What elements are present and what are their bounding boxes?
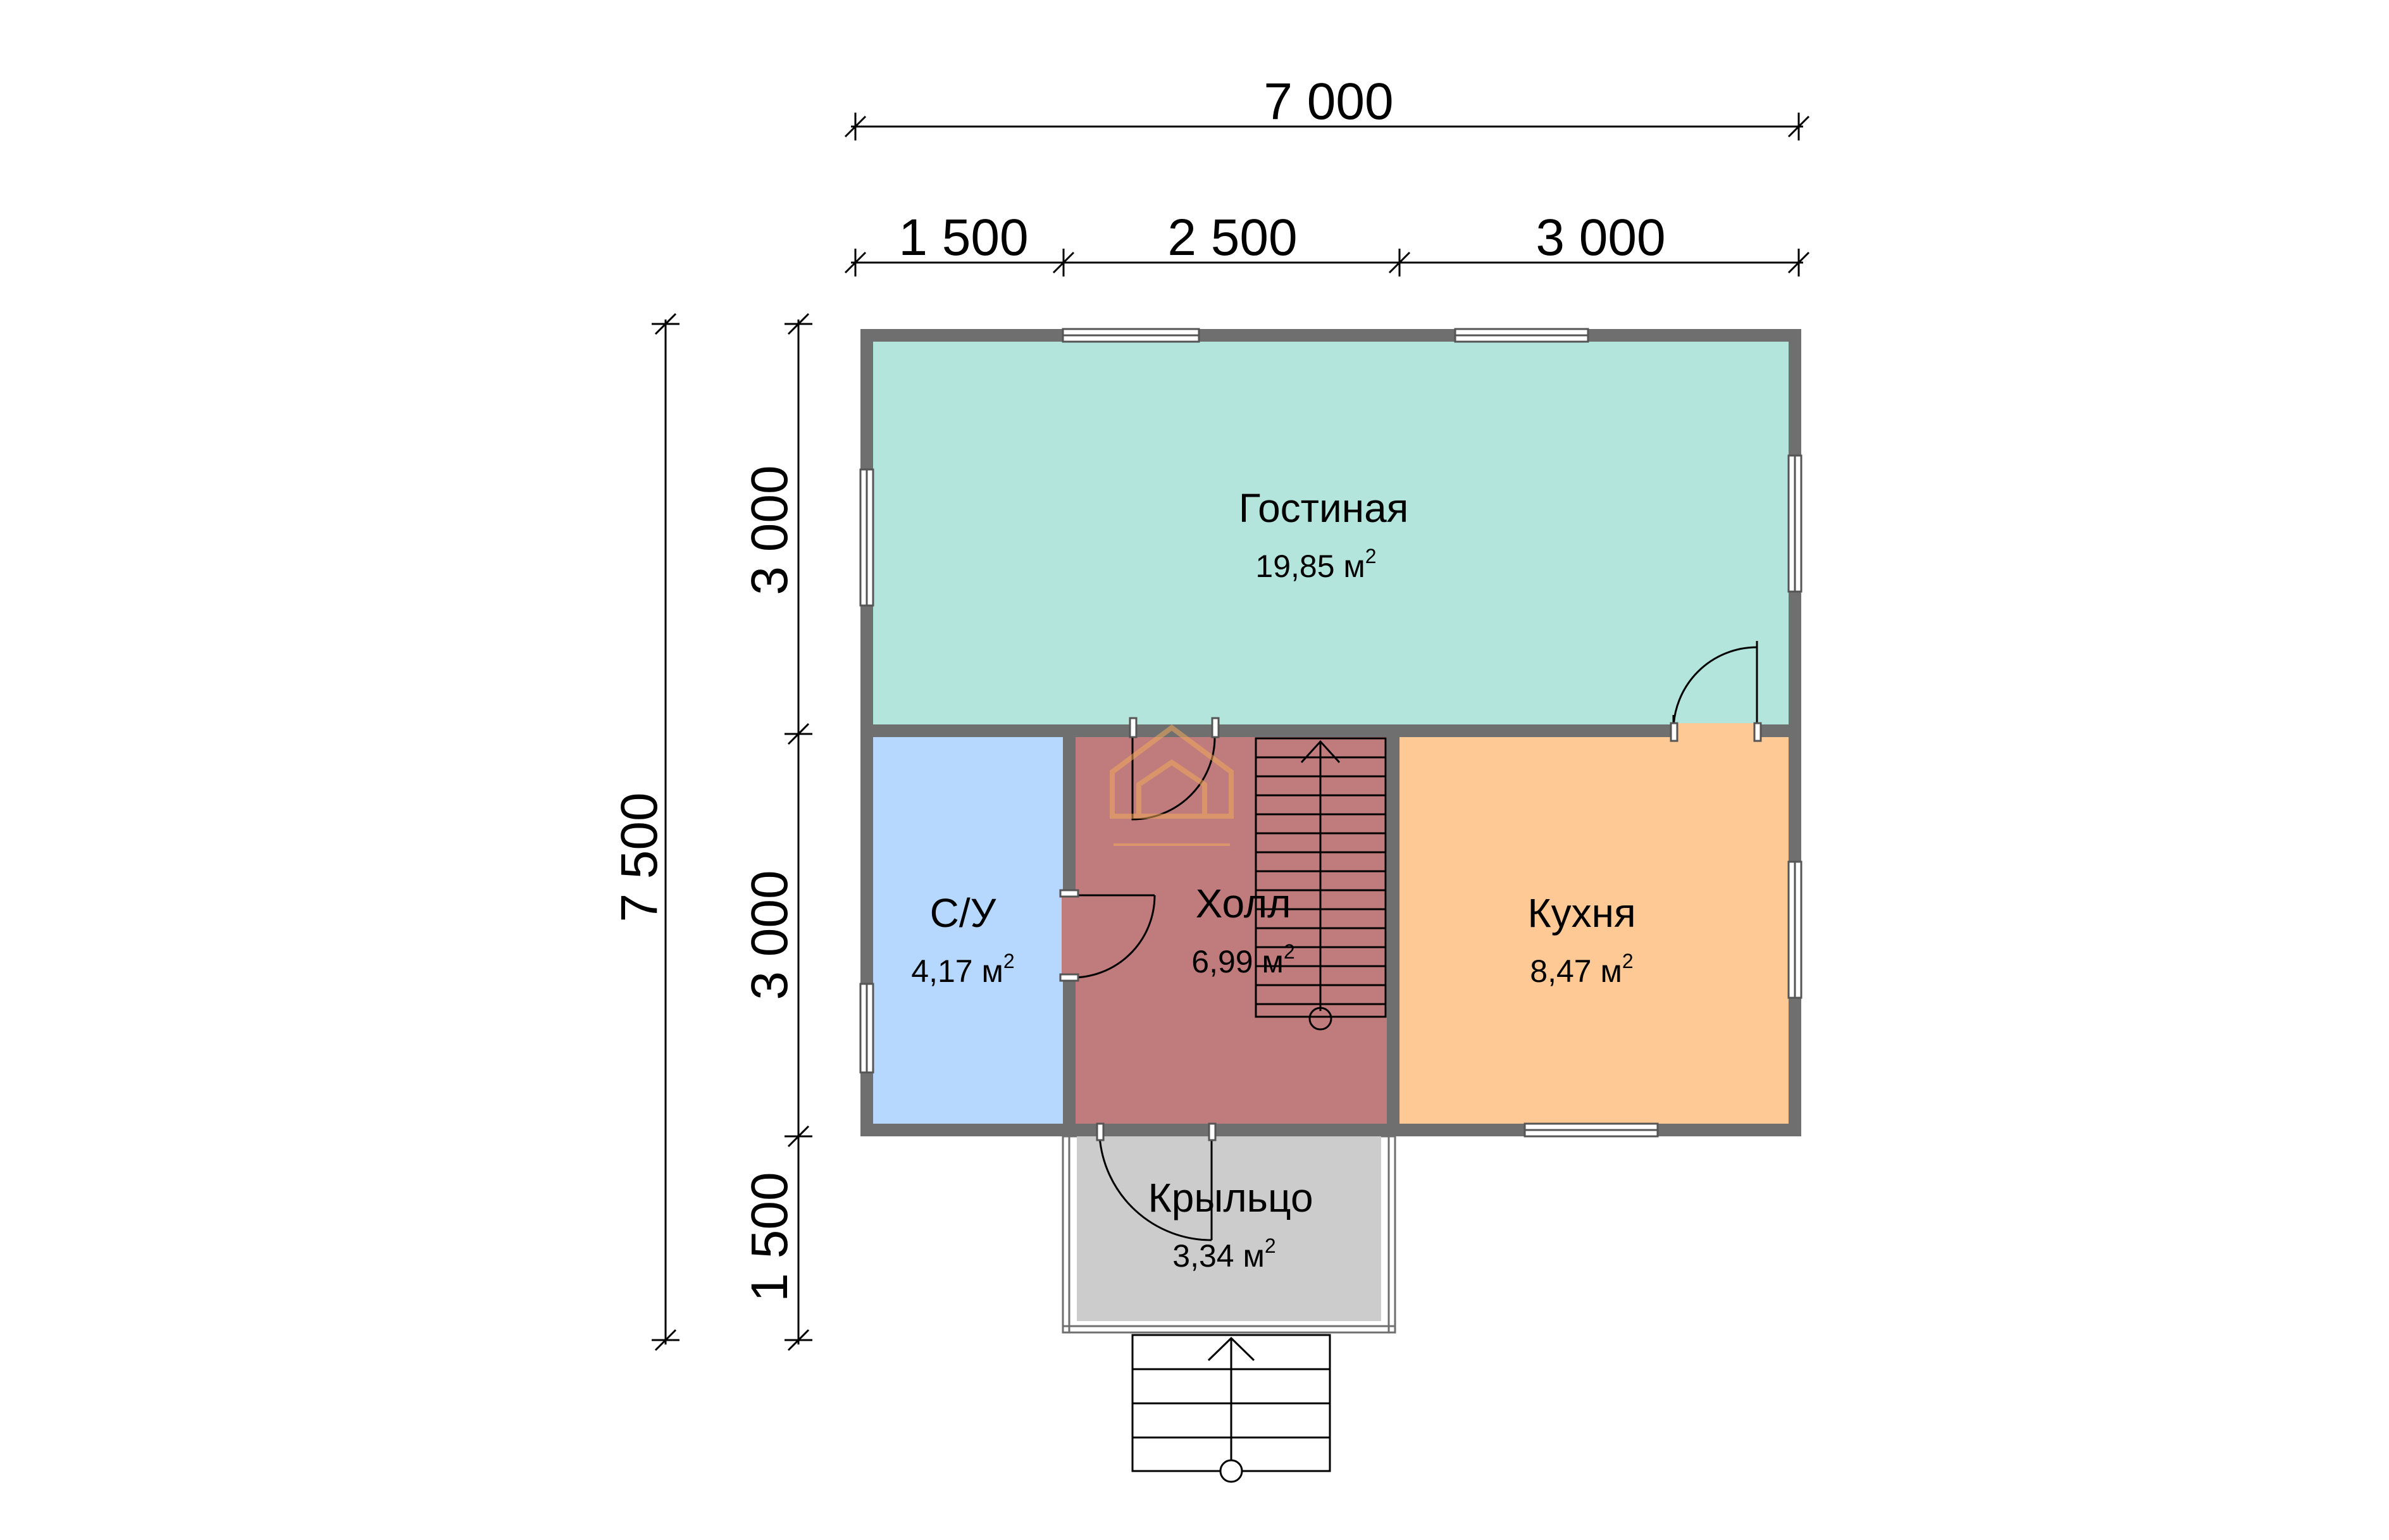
porch-steps bbox=[1131, 1334, 1331, 1483]
dim-top-1: 1 500 bbox=[898, 209, 1028, 266]
dim-top-total: 7 000 bbox=[1263, 73, 1393, 130]
porch-area-sup: 2 bbox=[1265, 1234, 1276, 1257]
kitchen-name: Кухня bbox=[1527, 890, 1635, 936]
dim-top-3: 3 000 bbox=[1536, 209, 1665, 266]
kitchen-area-line: 8,47 м2 bbox=[1530, 950, 1633, 989]
door-jambs bbox=[1059, 717, 1762, 1141]
dimension-labels: 7 000 1 500 2 500 3 000 7 500 3 000 3 00… bbox=[611, 73, 1666, 1302]
bathroom-doorway bbox=[1062, 895, 1077, 978]
porch bbox=[1062, 1135, 1396, 1334]
kitchen-doorway bbox=[1673, 723, 1757, 738]
dim-left-2: 3 000 bbox=[741, 870, 798, 1000]
bathroom-area-line: 4,17 м2 bbox=[911, 950, 1014, 989]
dimension-lines bbox=[652, 113, 1810, 1351]
room-kitchen bbox=[1399, 737, 1789, 1124]
windows bbox=[859, 328, 1803, 1138]
room-living bbox=[873, 342, 1789, 724]
bathroom-area-sup: 2 bbox=[1003, 950, 1015, 972]
room-labels: Гостиная 19,85 м2 С/У 4,17 м2 Холл 6,99 … bbox=[911, 485, 1635, 1274]
room-bathroom bbox=[873, 737, 1063, 1124]
bathroom-name: С/У bbox=[930, 890, 996, 936]
dim-left-3: 1 500 bbox=[741, 1172, 798, 1301]
hall-name: Холл bbox=[1196, 881, 1291, 926]
hall-area: 6,99 м bbox=[1191, 944, 1284, 979]
kitchen-area: 8,47 м bbox=[1530, 953, 1622, 989]
watermark-logo bbox=[1110, 724, 1234, 846]
living-area: 19,85 м bbox=[1255, 549, 1365, 584]
living-area-sup: 2 bbox=[1365, 545, 1377, 568]
porch-area-line: 3,34 м2 bbox=[1172, 1234, 1275, 1274]
dim-top-2: 2 500 bbox=[1167, 209, 1297, 266]
hall-area-line: 6,99 м2 bbox=[1191, 940, 1294, 979]
kitchen-area-sup: 2 bbox=[1622, 950, 1634, 972]
interior-staircase bbox=[1255, 737, 1387, 1031]
porch-name: Крыльцо bbox=[1148, 1175, 1313, 1220]
room-porch bbox=[1077, 1136, 1381, 1321]
living-area-line: 19,85 м2 bbox=[1255, 545, 1376, 584]
dim-left-total: 7 500 bbox=[611, 792, 668, 922]
porch-area: 3,34 м bbox=[1172, 1238, 1265, 1274]
living-name: Гостиная bbox=[1239, 485, 1409, 531]
bathroom-area: 4,17 м bbox=[911, 953, 1003, 989]
dim-left-1: 3 000 bbox=[741, 465, 798, 595]
hall-area-sup: 2 bbox=[1284, 940, 1295, 963]
